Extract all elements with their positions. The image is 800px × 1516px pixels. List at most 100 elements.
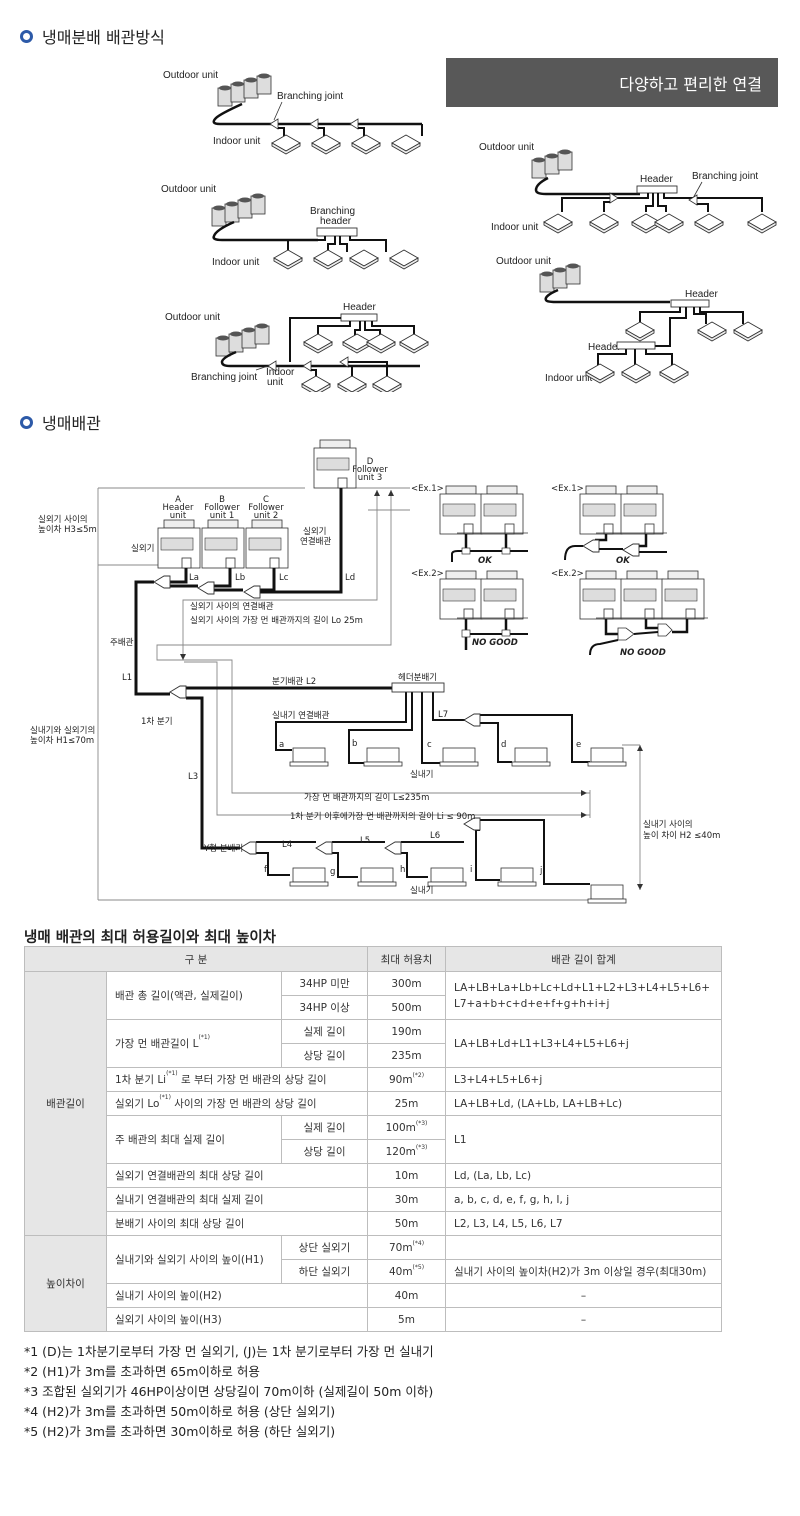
- table-row: 분배기 사이의 최대 상당 길이 50m L2, L3, L4, L5, L6,…: [25, 1211, 722, 1236]
- label-h2-line2: 높이 차이 H2 ≤40m: [643, 830, 720, 841]
- row-label: 실외기 Lo(*1) 사이의 가장 먼 배관의 상당 길이: [106, 1091, 368, 1116]
- table-row: 34HP 이상 500m: [25, 995, 722, 1020]
- label-ex1-left: <Ex.1>: [411, 484, 444, 494]
- label-unit-d-role: Follower: [352, 465, 388, 475]
- outdoor-unit-b: [201, 519, 245, 569]
- label-ex2-right: <Ex.2>: [551, 569, 584, 579]
- label-outdoor: 실외기: [131, 543, 154, 554]
- row-sublabel: 하단 실외기: [281, 1259, 368, 1284]
- label-l6: L6: [430, 831, 440, 841]
- label-branching-joint: Branching joint: [191, 372, 257, 383]
- label-outdoor-unit: Outdoor unit: [165, 312, 220, 323]
- row-sum: –: [445, 1307, 722, 1332]
- label-g: g: [330, 867, 335, 877]
- label-h: h: [400, 865, 405, 875]
- row-value: 50m: [367, 1211, 446, 1236]
- row-value: 235m: [367, 1043, 446, 1068]
- row-label: 배관 총 길이(액관, 실제길이): [106, 971, 282, 1020]
- diagram-right: Outdoor unit Header Branching joint Indo…: [470, 110, 780, 390]
- table-title: 냉매 배관의 최대 허용길이와 최대 높이차: [24, 930, 277, 946]
- label-l1: L1: [122, 673, 132, 683]
- label-d: d: [501, 740, 506, 750]
- label-b: b: [352, 739, 357, 749]
- diagram-header-joint-right: Outdoor unit Header Branching joint Indo…: [479, 142, 777, 234]
- outdoor-unit-c: [245, 519, 289, 569]
- row-sum: [445, 1235, 722, 1260]
- circle-bullet-icon: [20, 29, 33, 43]
- diagram-branching-joint: Outdoor unit Branching joint Indoor unit: [163, 70, 423, 155]
- section-title-piping: 냉매배관: [20, 410, 101, 434]
- table-row: 가장 먼 배관길이 L(*1) 실제 길이 190m LA+LB+Ld+L1+L…: [25, 1019, 722, 1068]
- row-sublabel: 상당 길이: [281, 1043, 368, 1068]
- row-label: 분배기 사이의 최대 상당 길이: [106, 1211, 368, 1236]
- label-header-top: Header: [685, 289, 718, 300]
- label-farthest: 가장 먼 배관까지의 길이 L≤235m: [304, 792, 429, 803]
- label-unit-a-unit: unit: [170, 511, 187, 521]
- label-nogood-left: NO GOOD: [472, 638, 518, 648]
- label-h3-line2: 높이차 H3≤5m: [38, 524, 97, 535]
- table-row: 상당 길이 120m(*3): [25, 1139, 722, 1164]
- examples: <Ex.1> OK <Ex.1> OK <Ex.2> NO GOOD <Ex.2…: [411, 484, 708, 658]
- label-nogood-right: NO GOOD: [620, 648, 666, 658]
- label-indoor-unit: Indoor unit: [545, 373, 592, 384]
- table-row: 실내기 연결배관의 최대 실제 길이 30m a, b, c, d, e, f,…: [25, 1187, 722, 1212]
- outdoor-unit-a: [157, 519, 201, 569]
- label-first-branch: 1차 분기: [141, 717, 173, 727]
- row-value: 70m(*4): [367, 1235, 446, 1260]
- row-sum: LA+LB+La+Lb+Lc+Ld+L1+L2+L3+L4+L5+L6+ L7+…: [445, 971, 722, 1020]
- row-label: 실내기 연결배관의 최대 실제 길이: [106, 1187, 368, 1212]
- row-label: 가장 먼 배관길이 L(*1): [106, 1019, 282, 1068]
- label-e: e: [576, 740, 581, 750]
- header-max: 최대 허용치: [367, 946, 446, 972]
- table-row: 실외기 사이의 높이(H3) 5m –: [25, 1307, 722, 1332]
- diagram-left: Outdoor unit Branching joint Indoor unit…: [160, 52, 450, 392]
- footnote: *4 (H2)가 3m를 초과하면 50m이하로 허용 (상단 실외기): [24, 1404, 336, 1419]
- table-row: 상당 길이 235m: [25, 1043, 722, 1068]
- label-ok-right: OK: [616, 556, 631, 566]
- table-row: 실외기 연결배관의 최대 상당 길이 10m Ld, (La, Lb, Lc): [25, 1163, 722, 1188]
- category-pipe-length: 배관길이: [24, 971, 107, 1236]
- header-distributor: [391, 682, 445, 693]
- diagram-header-and-joint: Outdoor unit Header Branching joint Indo…: [165, 302, 429, 392]
- row-value: 5m: [367, 1307, 446, 1332]
- row-value: 500m: [367, 995, 446, 1020]
- label-ex2-left: <Ex.2>: [411, 569, 444, 579]
- label-h1-line2: 높이차 H1≤70m: [30, 735, 94, 746]
- row-value: 190m: [367, 1019, 446, 1044]
- label-header: header: [320, 216, 352, 227]
- footnotes: *1 (D)는 1차분기로부터 가장 먼 실외기, (J)는 1차 분기로부터 …: [24, 1342, 434, 1442]
- label-main-pipe: 주배관: [110, 637, 134, 648]
- label-l3: L3: [188, 772, 198, 782]
- table-row: 실내기 사이의 높이(H2) 40m –: [25, 1283, 722, 1308]
- label-lb: Lb: [235, 573, 245, 583]
- outdoor-unit-d: [313, 439, 357, 489]
- footnote: *1 (D)는 1차분기로부터 가장 먼 실외기, (J)는 1차 분기로부터 …: [24, 1344, 434, 1359]
- row-sum: 실내기 사이의 높이차(H2)가 3m 이상일 경우(최대30m): [445, 1259, 722, 1284]
- label-j: j: [539, 866, 542, 876]
- label-la: La: [189, 573, 199, 583]
- table-row: 배관길이 배관 총 길이(액관, 실제길이) 34HP 미만 300m LA+L…: [24, 971, 722, 1236]
- row-label: 실외기 사이의 높이(H3): [106, 1307, 368, 1332]
- row-sum: Ld, (La, Lb, Lc): [445, 1163, 722, 1188]
- row-label: 주 배관의 최대 실제 길이: [106, 1115, 282, 1164]
- label-branching: Branching: [310, 206, 355, 217]
- row-value: 10m: [367, 1163, 446, 1188]
- label-between-outdoor: 실외기 사이의 연결배관: [190, 601, 274, 612]
- label-unit-c-role: Follower: [248, 503, 284, 513]
- spec-table: 구 분 최대 허용치 배관 길이 합계 배관길이 배관 총 길이(액관, 실제길…: [24, 946, 722, 1332]
- label-outdoor-conn-2: 연결배관: [300, 536, 331, 547]
- label-indoor-unit: Indoor unit: [212, 257, 259, 268]
- row-label: 실외기 연결배관의 최대 상당 길이: [106, 1163, 368, 1188]
- label-indoor-conn: 실내기 연결배관: [272, 710, 330, 721]
- row-label: 1차 분기 Li(*1) 로 부터 가장 먼 배관의 상당 길이: [106, 1067, 368, 1092]
- row-sublabel: 실제 길이: [281, 1019, 368, 1044]
- row-sublabel: 상당 길이: [281, 1139, 368, 1164]
- banner-text: 다양하고 편리한 연결: [619, 74, 762, 94]
- label-y-branch: Y형 분배기: [203, 844, 243, 854]
- row-sum: LA+LB+Ld, (LA+Lb, LA+LB+Lc): [445, 1091, 722, 1116]
- row-sum: L2, L3, L4, L5, L6, L7: [445, 1211, 722, 1236]
- label-i: i: [470, 865, 472, 875]
- label-lo-limit: 실외기 사이의 가장 먼 배관까지의 길이 Lo 25m: [190, 615, 363, 626]
- row-label: 실내기와 실외기 사이의 높이(H1): [106, 1235, 282, 1284]
- label-unit-c-letter: C: [263, 495, 269, 505]
